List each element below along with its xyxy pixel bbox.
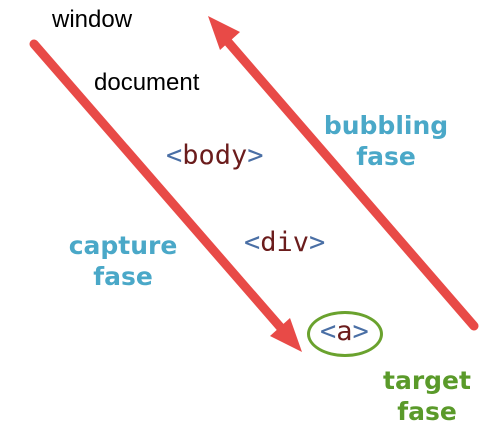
div-tag-name: div bbox=[260, 227, 310, 258]
target-phase-line2: fase bbox=[397, 397, 457, 424]
capture-phase-line2: fase bbox=[93, 262, 153, 291]
bubbling-phase-label: bubbling fase bbox=[318, 110, 454, 172]
bubbling-phase-line1: bubbling bbox=[323, 111, 449, 140]
capture-arrowhead bbox=[270, 318, 302, 352]
a-tag-name: a bbox=[336, 316, 353, 347]
bubbling-arrowhead bbox=[208, 16, 240, 50]
div-tag: <div> bbox=[244, 227, 325, 258]
capture-phase-line1: capture bbox=[68, 231, 178, 260]
body-tag: <body> bbox=[166, 140, 264, 171]
bubbling-arrow bbox=[217, 30, 479, 331]
document-label: document bbox=[94, 69, 200, 96]
target-phase-label: target fase bbox=[370, 365, 484, 424]
body-tag-open: < bbox=[166, 140, 183, 171]
target-ring bbox=[307, 311, 383, 357]
body-tag-close: > bbox=[247, 140, 264, 171]
capture-arrow bbox=[29, 39, 293, 341]
div-tag-close: > bbox=[309, 227, 326, 258]
a-tag-open: < bbox=[320, 316, 337, 347]
a-tag-close: > bbox=[352, 316, 369, 347]
div-tag-open: < bbox=[244, 227, 261, 258]
window-label: window bbox=[52, 6, 133, 33]
body-tag-name: body bbox=[182, 140, 248, 171]
bubbling-phase-line2: fase bbox=[356, 142, 416, 171]
target-phase-line1: target bbox=[383, 366, 471, 395]
a-tag: <a> bbox=[320, 316, 369, 347]
capture-phase-label: capture fase bbox=[58, 230, 188, 292]
